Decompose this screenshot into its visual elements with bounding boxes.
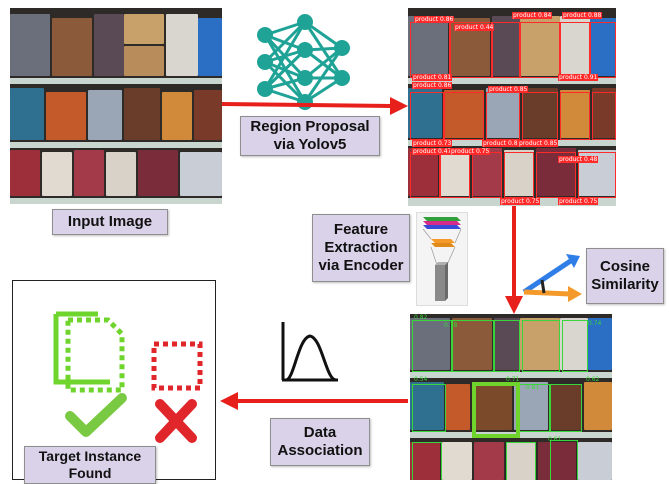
det-tag: product 0.81 <box>412 74 453 81</box>
rejected-box-icon <box>151 341 203 391</box>
check-icon <box>65 393 127 437</box>
matched-image: 0.82 0.78 0.74 0.54 0.71 0.81 0.62 0.61 <box>410 314 612 480</box>
match-tag: 0.74 <box>588 320 602 327</box>
det-tag: product 0.75 <box>500 198 541 205</box>
match-tag: 0.54 <box>414 376 428 383</box>
target-instance-found-label: Target Instance Found <box>24 446 156 484</box>
target-match-box <box>472 382 520 438</box>
det-tag: product 0.86 <box>414 16 455 23</box>
match-tag: 0.62 <box>586 376 600 383</box>
arrow-to-matching <box>505 206 523 314</box>
det-tag: product 0.86 <box>412 82 453 89</box>
det-tag: product 0.87 <box>482 140 523 147</box>
neural-network-icon <box>257 14 350 110</box>
det-tag: product 0.75 <box>450 148 491 155</box>
arrow-to-detection <box>221 97 408 115</box>
det-tag: product 0.75 <box>558 198 599 205</box>
det-tag: product 0.48 <box>558 156 599 163</box>
distribution-curve-icon <box>281 322 338 382</box>
region-proposal-label: Region Proposal via Yolov5 <box>240 116 380 156</box>
data-association-label: Data Association <box>270 418 370 466</box>
match-tag: 0.78 <box>444 322 458 329</box>
detection-image: product 0.86 product 0.44 product 0.84 p… <box>408 8 616 206</box>
document-match-icon <box>53 311 125 393</box>
match-tag: 0.71 <box>506 376 520 383</box>
cosine-similarity-label: Cosine Similarity <box>586 248 664 304</box>
det-tag: product 0.85 <box>518 140 559 147</box>
cross-icon <box>155 399 197 443</box>
det-tag: product 0.84 <box>512 12 553 19</box>
match-tag: 0.61 <box>548 436 562 443</box>
input-image-photo <box>10 8 222 204</box>
det-tag: product 0.47 <box>412 148 453 155</box>
feature-extraction-label: Feature Extraction via Encoder <box>312 214 410 282</box>
encoder-icon <box>416 212 468 306</box>
det-tag: product 0.88 <box>562 12 603 19</box>
det-tag: product 0.73 <box>412 140 453 147</box>
det-tag: product 0.91 <box>558 74 599 81</box>
match-tag: 0.82 <box>414 314 428 321</box>
det-tag: product 0.44 <box>454 24 495 31</box>
input-image-label: Input Image <box>52 209 168 235</box>
arrow-to-output <box>220 392 408 410</box>
det-tag: product 0.85 <box>488 86 529 93</box>
match-tag: 0.81 <box>526 384 540 391</box>
cosine-vectors-icon <box>522 254 582 302</box>
